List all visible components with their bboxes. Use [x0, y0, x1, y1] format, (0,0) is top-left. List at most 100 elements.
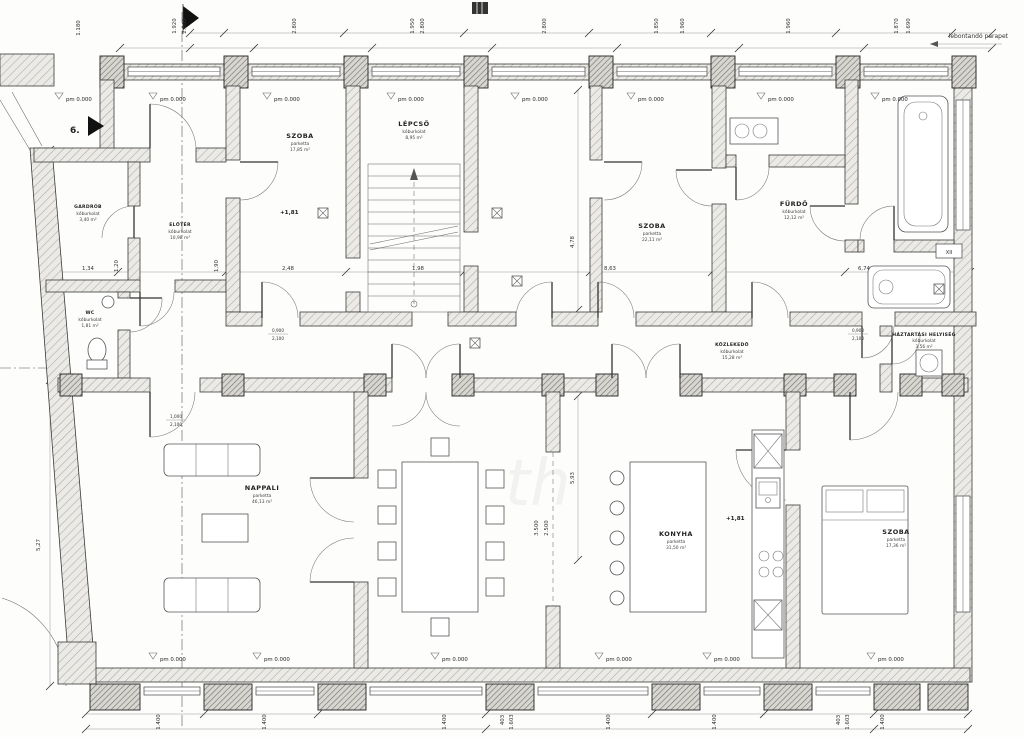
pm-level-label: pm 0.000 [870, 92, 908, 103]
room-name: WC [85, 310, 94, 316]
room-finish: kőburkolat [402, 129, 426, 135]
pm-level-label: pm 0.000 [148, 92, 186, 103]
room-area: 3,40 m² [79, 217, 96, 223]
door [861, 325, 895, 359]
north-arrow-icon [183, 6, 199, 30]
door [139, 291, 175, 327]
svg-text:pm 0.000: pm 0.000 [264, 657, 290, 663]
wc-sink [101, 295, 115, 309]
svg-text:0,900: 0,900 [272, 328, 284, 333]
room-labels: GARDRÓB kőburkolat 3,40 m² ELŐTÉR kőburk… [74, 119, 955, 551]
coffee-table [201, 513, 249, 543]
svg-text:pm 0.000: pm 0.000 [522, 97, 548, 103]
room-name: NAPPALI [245, 484, 280, 492]
legend-grid-icon [472, 2, 488, 14]
window [955, 99, 971, 231]
dim-top: 2.800 [542, 18, 548, 34]
dim-top: 1.960 [680, 18, 686, 34]
dim-inner: 5,93 [570, 472, 576, 484]
room-label-wc: WC kőburkolat 1,81 m² [78, 310, 102, 329]
room-label-szoba-also: SZOBA parketta 17,36 m² [882, 528, 909, 549]
window [143, 686, 201, 696]
svg-text:pm 0.000: pm 0.000 [606, 657, 632, 663]
window [738, 66, 833, 77]
level-plus-label: +1,81 [726, 516, 745, 522]
room-area: 31,50 m² [666, 545, 686, 551]
room-label-szoba-kozep: SZOBA parketta 22,11 m² [638, 222, 665, 243]
window [369, 686, 483, 696]
shaft-symbol [491, 207, 503, 219]
bathtub [897, 95, 949, 233]
window [371, 66, 461, 77]
dim-top: 1.850 [654, 18, 660, 34]
room-finish: parketta [667, 539, 686, 545]
pm-level-label: pm 0.000 [510, 92, 548, 103]
furniture [86, 95, 951, 659]
svg-text:pm 0.000: pm 0.000 [442, 657, 468, 663]
dining-table-set [377, 437, 505, 637]
pm-level-label: pm 0.000 [430, 652, 468, 663]
windows [127, 66, 971, 696]
dim-top: 1.920 [172, 18, 178, 34]
symbols: XII [88, 2, 1002, 349]
window [251, 66, 341, 77]
door [849, 391, 899, 441]
room-finish: parketta [291, 141, 310, 147]
watermark: th [505, 447, 571, 521]
double-door [309, 477, 355, 583]
svg-text:2,100: 2,100 [170, 422, 182, 427]
svg-text:pm 0.000: pm 0.000 [398, 97, 424, 103]
level-labels: pm 0.000 pm 0.000 pm 0.000 pm 0.000 pm 0… [54, 92, 908, 663]
angled-west-wall [29, 147, 97, 683]
stair-direction-arrow [410, 168, 418, 180]
dim-bottom: 1.603 [509, 714, 515, 729]
interior-walls [33, 79, 977, 669]
dim-bottom: 403 [836, 715, 842, 725]
room-tag-box: XII [935, 243, 963, 259]
toilet [86, 337, 108, 370]
double-door [391, 343, 461, 427]
dim-top: 2.800 [292, 18, 298, 34]
neighbour-wall [0, 53, 55, 87]
room-label-lepcso: LÉPCSŐ kőburkolat 8,95 m² [398, 119, 429, 141]
door [149, 103, 197, 149]
room-name: ELŐTÉR [169, 220, 191, 228]
dim-inner: 1,90 [214, 259, 220, 272]
door [149, 391, 196, 438]
pm-level-label: pm 0.000 [262, 92, 300, 103]
room-area: 15,28 m² [722, 355, 742, 361]
dim-bottom: 1.400 [156, 714, 162, 730]
room-label-eloter: ELŐTÉR kőburkolat 10,98 m² [168, 220, 192, 241]
dim-bottom: 1.400 [712, 714, 718, 730]
door [597, 281, 635, 319]
room-tag-label: XII [946, 250, 953, 256]
dim-top: 1.950 [410, 18, 416, 34]
pm-level-label: pm 0.000 [54, 92, 92, 103]
dim-top: 2.800 [182, 18, 188, 34]
room-label-furdo: FÜRDŐ kőburkolat 12,12 m² [780, 199, 808, 221]
room-name: KÖZLEKEDŐ [715, 341, 749, 348]
pm-level-label: pm 0.000 [866, 652, 904, 663]
window [863, 66, 949, 77]
bathroom-basins [729, 117, 779, 145]
room-label-gardrob: GARDRÓB kőburkolat 3,40 m² [74, 203, 102, 223]
svg-text:pm 0.000: pm 0.000 [274, 97, 300, 103]
window [616, 66, 708, 77]
door [809, 205, 846, 242]
room-finish: kőburkolat [76, 211, 100, 217]
door [891, 335, 921, 365]
shaft-symbol [469, 337, 481, 349]
pm-level-label: pm 0.000 [386, 92, 424, 103]
room-label-kozlekedo: KÖZLEKEDŐ kőburkolat 15,28 m² [715, 341, 749, 361]
sofa [163, 443, 261, 477]
door [261, 281, 299, 319]
room-area: 8,95 m² [405, 135, 422, 141]
level-plus-label: +1,81 [280, 210, 299, 216]
svg-text:0,900: 0,900 [852, 328, 864, 333]
kitchen-island [609, 461, 707, 613]
room-finish: kőburkolat [912, 338, 936, 344]
dim-left: 5,27 [36, 539, 42, 551]
svg-text:pm 0.000: pm 0.000 [638, 97, 664, 103]
